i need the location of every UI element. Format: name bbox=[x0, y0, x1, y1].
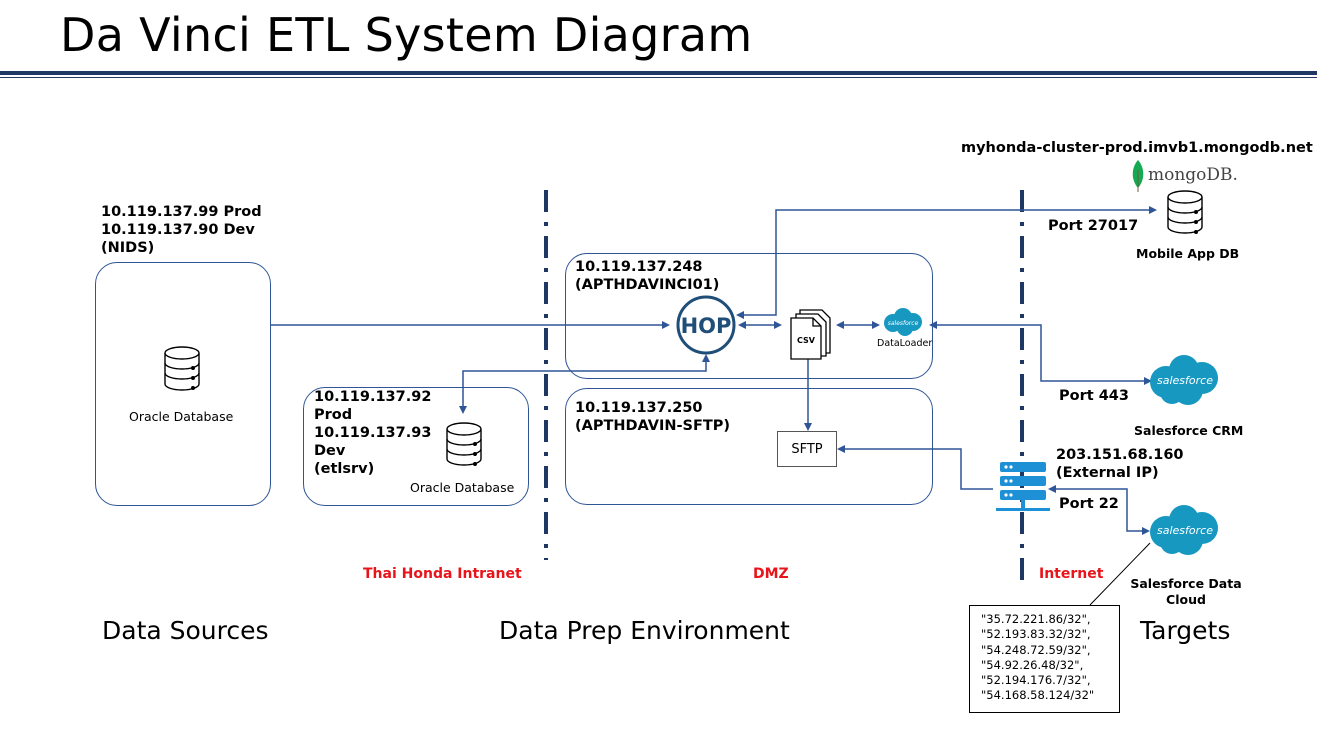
database-icon-etlsrv bbox=[446, 422, 482, 467]
csv-file-icon: CSV bbox=[790, 309, 831, 360]
dataloader-label: DataLoader bbox=[877, 338, 933, 349]
ip-entry: "35.72.221.86/32", bbox=[981, 612, 1091, 626]
port443-label: Port 443 bbox=[1059, 388, 1129, 404]
zone-intranet-label: Thai Honda Intranet bbox=[363, 566, 522, 582]
ip-entry: "54.248.72.59/32", bbox=[981, 642, 1091, 657]
hop-logo-icon: HOP bbox=[676, 295, 736, 355]
mongodb-host-label: myhonda-cluster-prod.imvb1.mongodb.net bbox=[961, 140, 1313, 156]
page-title: Da Vinci ETL System Diagram bbox=[60, 8, 753, 62]
nids-label: 10.119.137.99 Prod 10.119.137.90 Dev (NI… bbox=[101, 204, 262, 256]
mongodb-leaf-icon bbox=[1132, 160, 1144, 192]
section-data-sources: Data Sources bbox=[102, 616, 269, 645]
davinci-label: 10.119.137.248 (APTHDAVINCI01) bbox=[575, 259, 720, 293]
ip-whitelist-callout: "35.72.221.86/32", "52.193.83.32/32", "5… bbox=[969, 605, 1120, 713]
title-rule-thin bbox=[0, 77, 1317, 78]
zone-internet-label: Internet bbox=[1039, 566, 1104, 582]
callout-line bbox=[1089, 542, 1151, 606]
connector-hop-mongodb bbox=[736, 206, 1157, 319]
etlsrv-label: 10.119.137.92 Prod 10.119.137.93 Dev (et… bbox=[314, 389, 432, 477]
port22-label: Port 22 bbox=[1059, 496, 1119, 512]
sftp-server-box bbox=[565, 388, 933, 505]
sftp-server-label: 10.119.137.250 (APTHDAVIN-SFTP) bbox=[575, 400, 731, 434]
connector-server-datacloud bbox=[1048, 485, 1150, 535]
database-icon-mongodb bbox=[1167, 190, 1203, 234]
server-icon bbox=[996, 462, 1050, 511]
ip-entry: "54.92.26.48/32", bbox=[981, 657, 1084, 672]
nids-db-label: Oracle Database bbox=[129, 409, 234, 424]
port27017-label: Port 27017 bbox=[1048, 218, 1139, 234]
ip-entry: "52.193.83.32/32", bbox=[981, 627, 1091, 642]
mongodb-brand: mongoDB. bbox=[1148, 165, 1238, 185]
connector-server-sftp bbox=[837, 445, 993, 490]
mobile-app-db-label: Mobile App DB bbox=[1136, 246, 1240, 261]
salesforce-crm-label: Salesforce CRM bbox=[1134, 423, 1244, 438]
hop-logo-text: HOP bbox=[681, 314, 732, 338]
datacloud-brand: salesforce bbox=[1157, 524, 1213, 537]
section-data-prep: Data Prep Environment bbox=[499, 616, 790, 645]
ip-entry: "52.194.176.7/32", bbox=[981, 673, 1091, 688]
etlsrv-box bbox=[303, 387, 529, 506]
etlsrv-db-label: Oracle Database bbox=[410, 480, 515, 495]
zone-dmz-label: DMZ bbox=[753, 566, 789, 582]
salesforce-datacloud-icon: salesforce bbox=[1150, 505, 1218, 555]
csv-label: CSV bbox=[797, 336, 816, 345]
crm-brand: salesforce bbox=[1157, 374, 1213, 387]
connector-dataloader-crm bbox=[929, 321, 1152, 385]
salesforce-datacloud-label: Salesforce Data Cloud bbox=[1130, 576, 1242, 607]
connector-hop-etlsrv bbox=[459, 354, 710, 414]
dataloader-brand: salesforce bbox=[888, 320, 919, 327]
nids-box bbox=[95, 262, 271, 506]
salesforce-crm-icon: salesforce bbox=[1150, 355, 1218, 405]
section-targets: Targets bbox=[1140, 616, 1231, 645]
ip-entry: "54.168.58.124/32" bbox=[981, 688, 1095, 703]
dataloader-salesforce-icon: salesforce bbox=[884, 308, 922, 336]
database-icon-nids bbox=[164, 346, 200, 391]
external-ip-label: 203.151.68.160 (External IP) bbox=[1056, 447, 1184, 481]
title-rule bbox=[0, 71, 1317, 75]
sftp-box: SFTP bbox=[777, 431, 837, 467]
